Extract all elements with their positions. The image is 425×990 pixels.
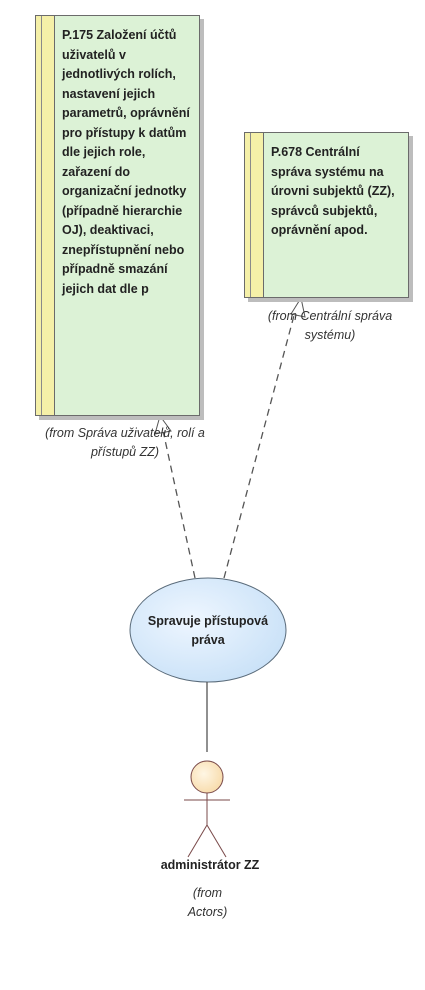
actor-package-note: (from Actors) xyxy=(187,886,228,919)
actor-name: administrátor ZZ xyxy=(160,858,260,872)
actor-figure[interactable] xyxy=(184,760,230,858)
requirement-text: P.678 Centrální správa systému na úrovni… xyxy=(271,145,395,237)
strip-divider xyxy=(41,16,42,415)
requirement-stereotype-strip xyxy=(245,133,264,297)
requirement-text: P.175 Založení účtů uživatelů v jednotli… xyxy=(62,28,190,296)
realization-line-2 xyxy=(223,307,297,579)
requirement-1-package-note: (from Správa uživatelů, rolí a přístupů … xyxy=(45,426,205,459)
realization-line-1 xyxy=(161,425,196,579)
requirement-2-package-note: (from Centrální správa systému) xyxy=(267,309,393,342)
requirement-box-p175[interactable]: P.175 Založení účtů uživatelů v jednotli… xyxy=(35,15,200,416)
requirement-stereotype-strip xyxy=(36,16,55,415)
realization-arrowhead-2 xyxy=(290,296,306,318)
use-case-label: Spravuje přístupová práva xyxy=(147,614,269,647)
actor-leg-right xyxy=(206,824,227,858)
requirement-box-p678[interactable]: P.678 Centrální správa systému na úrovni… xyxy=(244,132,409,298)
actor-head xyxy=(190,760,224,794)
actor-leg-left xyxy=(187,824,208,858)
use-case-ellipse[interactable] xyxy=(129,577,287,683)
realization-arrowhead-1 xyxy=(154,414,172,435)
strip-divider xyxy=(250,133,251,297)
